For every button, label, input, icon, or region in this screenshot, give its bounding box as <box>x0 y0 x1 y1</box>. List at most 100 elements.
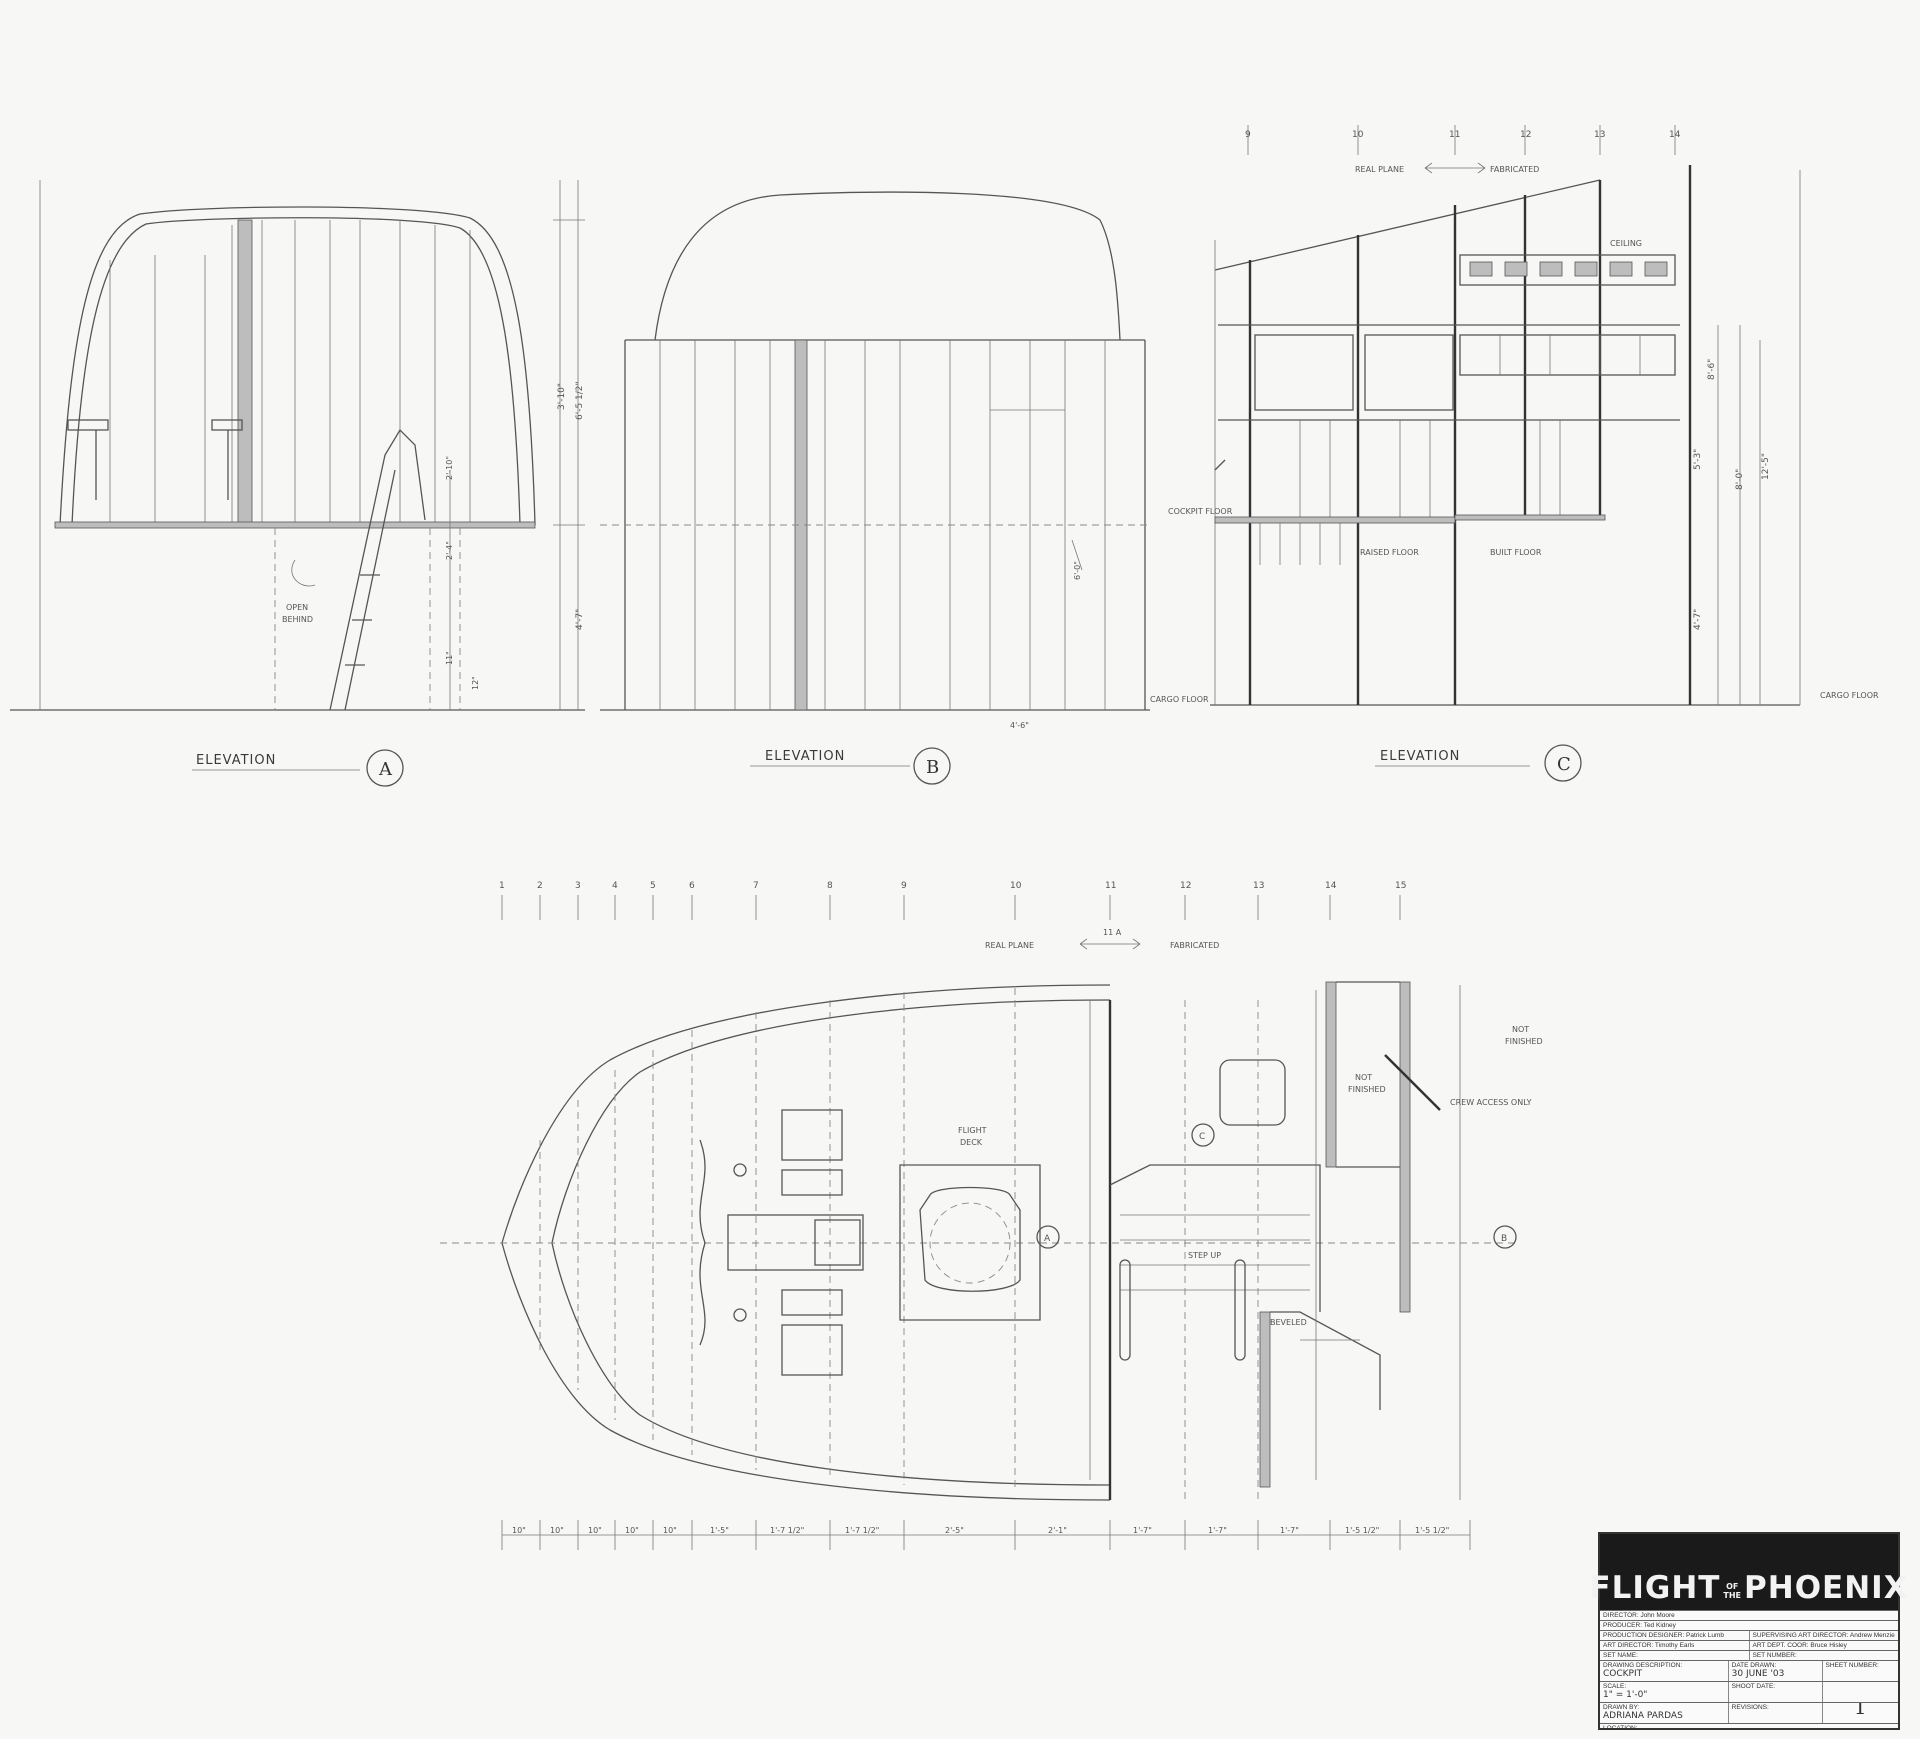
elev-a-dim-5: 2'-4" <box>445 541 454 560</box>
plan-marker-c-letter: C <box>1199 1132 1205 1142</box>
scale-value: 1" = 1'-0" <box>1603 1690 1648 1700</box>
plan-station-2: 2 <box>537 881 543 891</box>
location-label: LOCATION: <box>1603 1725 1638 1732</box>
elevation-b-marker <box>913 747 951 785</box>
shoot-date-label: SHOOT DATE: <box>1729 1682 1823 1702</box>
logo-the: THE <box>1723 1591 1742 1600</box>
not-finished-2a: NOT <box>1355 1073 1372 1082</box>
plan-spacing-1: 10" <box>512 1526 526 1535</box>
drawn-by-label: DRAWN BY: <box>1603 1704 1640 1711</box>
elevation-a-title: ELEVATION <box>196 753 276 768</box>
plan-station-11: 11 <box>1105 881 1116 891</box>
top-station-11: 11 <box>1449 130 1460 140</box>
plan-spacing-10: 2'-1" <box>1048 1526 1067 1535</box>
plan-marker-b-letter: B <box>1501 1234 1507 1244</box>
raised-floor-label: RAISED FLOOR <box>1360 548 1419 557</box>
elev-c-dim-1: 8'-6" <box>1707 359 1717 380</box>
plan-station-7: 7 <box>753 881 759 891</box>
elevation-b-letter: B <box>926 757 939 778</box>
plan-station-10: 10 <box>1010 881 1022 891</box>
flight-deck-label-2: DECK <box>960 1138 983 1147</box>
elev-a-dim-7: 12" <box>471 676 480 690</box>
real-plane-label-plan: REAL PLANE <box>985 941 1034 950</box>
plan-spacing-3: 10" <box>588 1526 602 1535</box>
flight-deck-label-1: FLIGHT <box>958 1126 987 1135</box>
fabricated-label-top: FABRICATED <box>1490 165 1539 174</box>
elevation-a-letter: A <box>378 759 393 780</box>
director-field: DIRECTOR: John Moore <box>1603 1612 1675 1619</box>
ceiling-label: CEILING <box>1610 239 1642 248</box>
drawing-description-label: DRAWING DESCRIPTION: <box>1603 1662 1683 1669</box>
elev-b-dim-1: 6'-0" <box>1073 561 1082 580</box>
plan-spacing-5: 10" <box>663 1526 677 1535</box>
plan-spacing-6: 1'-5" <box>710 1526 729 1535</box>
logo-word-phoenix: PHOENIX <box>1744 1570 1909 1606</box>
elevation-a-marker <box>366 749 404 787</box>
plan-spacing-14: 1'-5 1/2" <box>1345 1526 1379 1535</box>
elev-c-dim-2: 12'-5" <box>1761 453 1771 480</box>
elevation-a-drawing <box>10 180 585 711</box>
plan-station-3: 3 <box>575 881 581 891</box>
date-drawn-label: DATE DRAWN: <box>1731 1662 1777 1669</box>
elevation-b-drawing <box>600 191 1150 711</box>
plan-marker-b <box>1493 1225 1517 1249</box>
supervising-art-director-field: SUPERVISING ART DIRECTOR: Andrew Menzie <box>1752 1632 1895 1639</box>
revisions-label: REVISIONS: <box>1729 1703 1823 1723</box>
date-drawn-value: 30 JUNE '03 <box>1731 1669 1785 1679</box>
beveled-label: BEVELED <box>1270 1318 1307 1327</box>
top-station-9: 9 <box>1245 130 1251 140</box>
top-station-14: 14 <box>1669 130 1681 140</box>
top-station-10: 10 <box>1352 130 1364 140</box>
plan-marker-a-letter: A <box>1044 1234 1051 1244</box>
cargo-floor-label-2: CARGO FLOOR <box>1820 691 1879 700</box>
drawn-by-value: ADRIANA PARDAS <box>1603 1711 1683 1721</box>
production-designer-field: PRODUCTION DESIGNER: Patrick Lumb <box>1600 1631 1750 1640</box>
plan-station-8: 8 <box>827 881 833 891</box>
real-plane-label-top: REAL PLANE <box>1355 165 1404 174</box>
drawing-description-value: COCKPIT <box>1603 1669 1643 1679</box>
plan-station-6: 6 <box>689 881 695 891</box>
plan-marker-c <box>1191 1123 1215 1147</box>
open-behind-label-2: BEHIND <box>282 615 313 624</box>
plan-station-14: 14 <box>1325 881 1337 891</box>
plan-spacing-2: 10" <box>550 1526 564 1535</box>
top-station-13: 13 <box>1594 130 1605 140</box>
not-finished-2b: FINISHED <box>1348 1085 1386 1094</box>
plan-spacing-9: 2'-5" <box>945 1526 964 1535</box>
elev-a-dim-2: 6'-5 1/2" <box>575 381 585 420</box>
plan-station-15: 15 <box>1395 881 1406 891</box>
elevation-c-drawing <box>1210 125 1801 706</box>
not-finished-1b: FINISHED <box>1505 1037 1543 1046</box>
elev-a-dim-1: 3'-10" <box>557 383 567 410</box>
plan-spacing-15: 1'-5 1/2" <box>1415 1526 1449 1535</box>
step-up-label: STEP UP <box>1188 1251 1221 1260</box>
elev-b-dim-2: 4'-6" <box>1010 721 1029 730</box>
crew-access-label: CREW ACCESS ONLY <box>1450 1098 1532 1107</box>
elev-c-dim-5: 4'-7" <box>1693 609 1703 630</box>
cargo-floor-label-1: CARGO FLOOR <box>1150 695 1209 704</box>
art-director-field: ART DIRECTOR: Timothy Earls <box>1600 1641 1750 1650</box>
art-dept-coord-field: ART DEPT. COOR: Bruce Hisley <box>1752 1642 1847 1649</box>
plan-station-12: 12 <box>1180 881 1191 891</box>
plan-view-drawing <box>440 895 1520 1550</box>
cockpit-floor-label: COCKPIT FLOOR <box>1168 507 1233 516</box>
plan-spacing-8: 1'-7 1/2" <box>845 1526 879 1535</box>
plan-spacing-13: 1'-7" <box>1280 1526 1299 1535</box>
elevation-c-title: ELEVATION <box>1380 749 1460 764</box>
elevation-c-letter: C <box>1557 754 1571 775</box>
open-behind-label-1: OPEN <box>286 603 308 612</box>
elev-c-dim-3: 8'-0" <box>1735 469 1745 490</box>
plan-spacing-7: 1'-7 1/2" <box>770 1526 804 1535</box>
plan-spacing-12: 1'-7" <box>1208 1526 1227 1535</box>
logo-of: OF <box>1726 1582 1739 1591</box>
set-name-label: SET NAME: <box>1600 1651 1750 1660</box>
station-11a-label: 11 A <box>1103 928 1122 937</box>
plan-station-4: 4 <box>612 881 618 891</box>
plan-spacing-11: 1'-7" <box>1133 1526 1152 1535</box>
set-number-label: SET NUMBER: <box>1752 1652 1797 1659</box>
sheet-number-value: 1 <box>1853 1703 1867 1719</box>
plan-marker-a <box>1036 1225 1060 1249</box>
sheet-number-label: SHEET NUMBER: <box>1825 1662 1879 1669</box>
